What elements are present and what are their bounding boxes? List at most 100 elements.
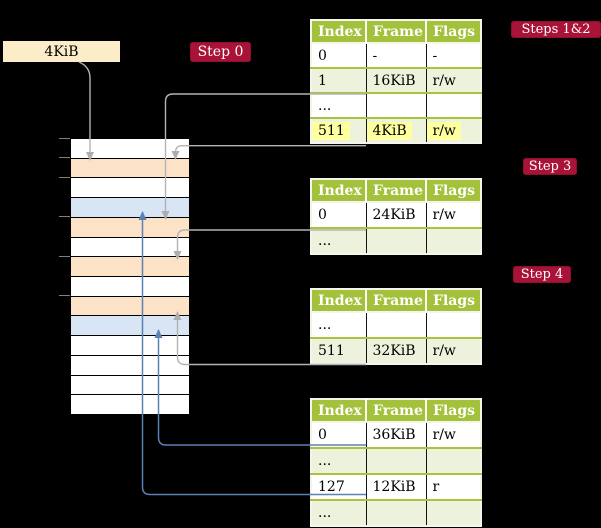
tick-mark (59, 256, 70, 257)
highlight-text: 511 (312, 121, 350, 140)
memory-frame-row (71, 336, 189, 356)
cell-index: 511 (311, 117, 367, 143)
memory-frame-row (71, 395, 189, 415)
cell-frame: 16KiB (366, 67, 427, 93)
memory-frame-row (71, 198, 189, 218)
badge-step-0: Step 0 (190, 42, 251, 62)
cell-flags: r (426, 473, 481, 500)
table-header-row: Index Frame Flags (311, 289, 481, 313)
physical-memory-strip (70, 138, 190, 415)
badge-steps-1-2: Steps 1&2 (511, 21, 601, 38)
table-row: ... (311, 499, 481, 526)
cell-flags: r/w (432, 207, 456, 223)
cell-index: 511 (311, 337, 367, 364)
cell-index: 0 (311, 422, 367, 448)
badge-step-4-label: Step 4 (520, 267, 564, 282)
tick-mark (59, 138, 70, 139)
tick-mark (59, 177, 70, 178)
memory-frame-row (71, 277, 189, 297)
cell-flags: r/w (426, 117, 481, 143)
cell-flags (426, 92, 481, 118)
table-row: ... (311, 227, 481, 254)
page-table-steps-1-2: Index Frame Flags 0 - - 1 16KiB r/w ... … (310, 19, 482, 144)
cell-flags: r/w (432, 427, 456, 443)
cell-frame: 12KiB (366, 473, 427, 500)
tick-mark (59, 295, 70, 296)
page-table-bottom: Index Frame Flags 0 36KiB r/w ... 127 12… (310, 398, 482, 527)
cell-index: 0 (311, 202, 367, 228)
cell-frame: - (366, 43, 427, 68)
col-header-flags: Flags (426, 289, 481, 313)
cell-index: ... (311, 499, 367, 526)
col-header-index: Index (311, 399, 367, 423)
page-table-step-4: Index Frame Flags ... 511 32KiB r/w (310, 288, 482, 365)
table-header-row: Index Frame Flags (311, 20, 481, 44)
cell-flags: r/w (426, 337, 481, 364)
table-row: 0 24KiB r/w (311, 202, 481, 228)
col-header-flags: Flags (426, 20, 481, 44)
memory-frame-row (71, 355, 189, 376)
cell-frame (366, 447, 427, 474)
cell-index: 1 (311, 67, 367, 93)
badge-step-4: Step 4 (513, 266, 571, 283)
badge-step-3-label: Step 3 (528, 159, 572, 174)
cell-flags (426, 227, 481, 254)
cell-index: ... (311, 312, 367, 338)
badge-step-3: Step 3 (523, 158, 577, 175)
col-header-index: Index (311, 20, 367, 44)
table-row: 1 16KiB r/w (311, 67, 481, 93)
col-header-frame: Frame (366, 289, 427, 313)
table-header-row: Index Frame Flags (311, 179, 481, 203)
table-row: ... (311, 312, 481, 338)
col-header-index: Index (311, 289, 367, 313)
table-row: 511 32KiB r/w (311, 337, 481, 364)
cell-flags (426, 312, 481, 338)
arrow-t1-entry511-to-4kib-frame (171, 145, 366, 160)
cell-index: 0 (311, 43, 367, 68)
col-header-frame: Frame (366, 179, 427, 203)
badge-steps-1-2-label: Steps 1&2 (521, 22, 591, 37)
cell-frame (366, 499, 427, 526)
table-header-row: Index Frame Flags (311, 399, 481, 423)
memory-frame-row (71, 316, 189, 337)
tick-mark (59, 216, 70, 217)
cell-frame (366, 227, 427, 254)
cell-index: ... (311, 92, 367, 118)
cell-index: ... (311, 227, 367, 254)
frame-address-label: 4KiB (3, 41, 120, 62)
memory-frame-row (71, 296, 189, 317)
tick-mark (59, 157, 70, 158)
memory-frame-row (71, 217, 189, 238)
cell-frame: 32KiB (366, 337, 427, 364)
cell-flags (426, 447, 481, 474)
table-row: 0 - - (311, 43, 481, 68)
col-header-index: Index (311, 179, 367, 203)
table-row: ... (311, 92, 481, 118)
table-row: ... (311, 447, 481, 474)
memory-frame-row (71, 237, 189, 258)
memory-frame-row (71, 257, 189, 278)
cell-flags: r/w (426, 67, 481, 93)
table-row: 127 12KiB r (311, 473, 481, 500)
highlight-text: 4KiB (366, 121, 412, 140)
col-header-frame: Frame (366, 20, 427, 44)
col-header-flags: Flags (426, 179, 481, 203)
cell-frame (366, 312, 427, 338)
cell-frame (366, 92, 427, 118)
cell-index: ... (311, 447, 367, 474)
memory-frame-row (71, 139, 189, 159)
cell-index: 127 (311, 473, 367, 500)
table-row-highlighted: 511 4KiB r/w (311, 117, 481, 143)
badge-step-0-label: Step 0 (197, 44, 244, 60)
cell-flags (426, 499, 481, 526)
cell-flags: - (432, 47, 438, 64)
frame-address-text: 4KiB (44, 43, 79, 60)
memory-frame-row (71, 178, 189, 199)
col-header-frame: Frame (366, 399, 427, 423)
page-table-step-3: Index Frame Flags 0 24KiB r/w ... (310, 178, 482, 255)
table-row: 0 36KiB r/w (311, 422, 481, 448)
cell-frame: 4KiB (366, 117, 427, 143)
cell-frame: 36KiB (366, 422, 427, 448)
col-header-flags: Flags (426, 399, 481, 423)
